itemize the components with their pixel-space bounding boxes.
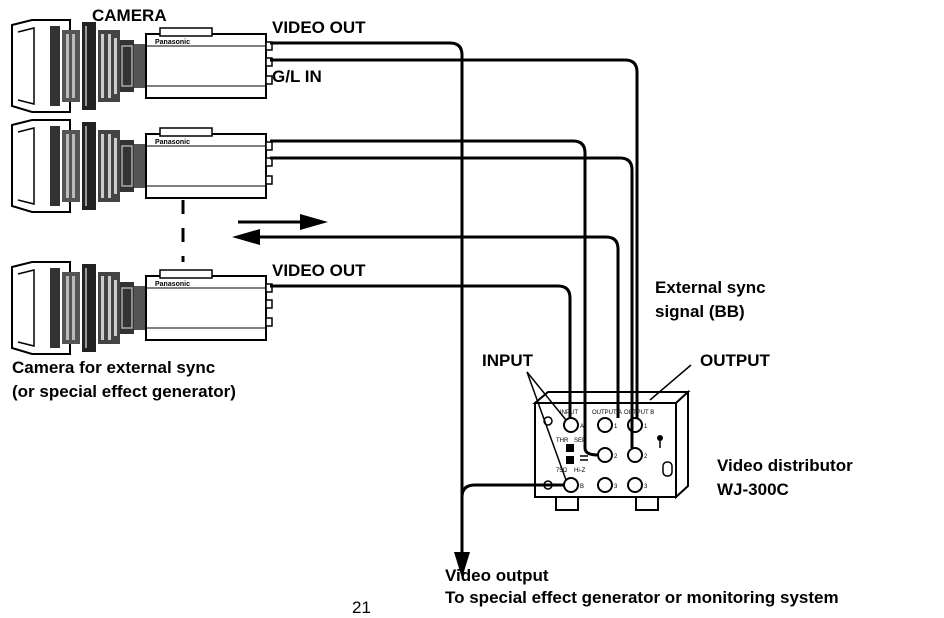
panel-hiz-text: Hi-Z	[574, 468, 586, 474]
cable-cam3-video-out	[270, 284, 572, 418]
external-sync-label-1: External sync	[655, 278, 766, 297]
panel-n2a-text: 2	[614, 454, 618, 460]
cable-cam1-gl-in	[270, 58, 639, 418]
camera-3-brand: Panasonic	[155, 281, 190, 288]
panel-thr-text: THR	[556, 438, 569, 444]
gl-in-label: G/L IN	[272, 67, 322, 86]
model-label: WJ-300C	[717, 480, 789, 499]
panel-n1b-text: 1	[644, 424, 648, 430]
panel-b-in-text: B	[580, 484, 584, 490]
camera-3-icon: Panasonic	[11, 261, 273, 355]
panel-n2b-text: 2	[644, 454, 648, 460]
camera-label: CAMERA	[92, 6, 167, 25]
panel-output-b-text: OUTPUT B	[624, 410, 654, 416]
camera-for-external-sync-label: Camera for external sync	[12, 358, 216, 377]
arrow-left-icon	[232, 229, 260, 245]
camera-2-brand: Panasonic	[155, 139, 190, 146]
input-pointer-a	[526, 371, 567, 421]
input-pointer-b	[526, 371, 567, 481]
cable-cam1-video-out	[270, 41, 464, 560]
video-output-destination-label: To special effect generator or monitorin…	[445, 588, 839, 607]
cables	[238, 41, 639, 560]
video-out-bottom-label: VIDEO OUT	[272, 261, 366, 280]
panel-n3b-text: 3	[644, 484, 648, 490]
video-distributor-icon	[532, 389, 691, 511]
panel-output-a-text: OUTPUT A	[592, 410, 622, 416]
panel-n3a-text: 3	[614, 484, 618, 490]
cable-sync-in	[240, 235, 620, 418]
output-label: OUTPUT	[700, 351, 770, 370]
video-distributor-label: Video distributor	[717, 456, 853, 475]
arrow-right-icon	[300, 214, 328, 230]
panel-a-in-text: A	[580, 424, 584, 430]
panel-ohm-text: 75Ω	[556, 468, 568, 474]
input-label: INPUT	[482, 351, 533, 370]
cable-cam2-line1	[270, 139, 599, 457]
cable-input-b	[460, 483, 564, 498]
camera-1-icon: Panasonic	[11, 19, 273, 113]
cable-cam2-line2	[270, 156, 634, 448]
external-sync-label-2: signal (BB)	[655, 302, 745, 321]
page-number: 21	[352, 598, 371, 617]
special-effect-generator-label: (or special effect generator)	[12, 382, 236, 401]
video-out-top-label: VIDEO OUT	[272, 18, 366, 37]
panel-sep-text: SEP	[574, 438, 586, 444]
camera-1-brand: Panasonic	[155, 39, 190, 46]
output-pointer	[649, 364, 692, 401]
camera-2-icon: Panasonic	[11, 119, 273, 213]
arrow-down-icon	[454, 552, 470, 578]
panel-n1a-text: 1	[614, 424, 618, 430]
video-output-label: Video output	[445, 566, 549, 585]
